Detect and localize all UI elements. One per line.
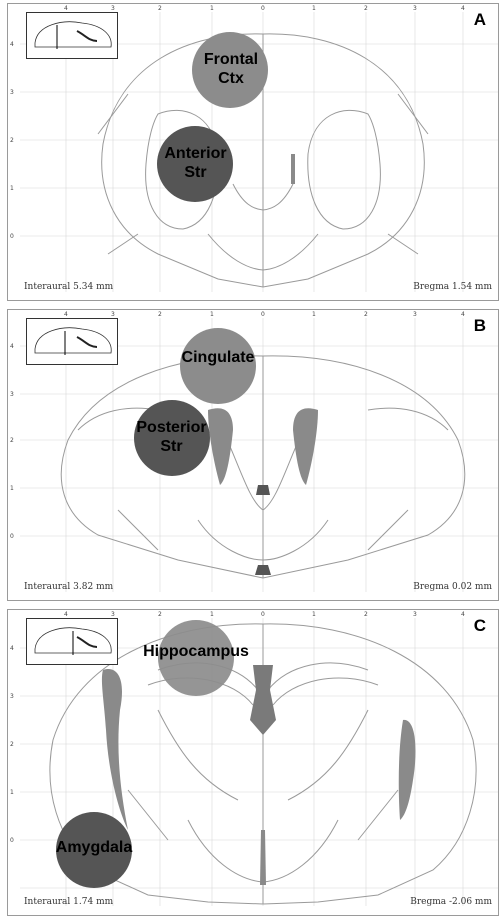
svg-text:0: 0	[10, 533, 14, 540]
interaural-label-c: Interaural 1.74 mm	[24, 897, 113, 907]
anterior-str-label: Anterior Str	[148, 144, 243, 182]
cingulate-label-line1: Cingulate	[182, 349, 255, 366]
svg-text:1: 1	[312, 311, 316, 318]
svg-text:1: 1	[210, 311, 214, 318]
svg-text:0: 0	[10, 233, 14, 240]
sagittal-locator-thumbnail-c	[26, 618, 118, 665]
svg-text:2: 2	[364, 611, 368, 618]
hippocampus-label: Hippocampus	[126, 642, 266, 661]
amygdala-label-line1: Amygdala	[56, 839, 132, 856]
brain-section-panel-b: 4 3 2 1 0 1 2 3 4 4 3 2 1 0 Cingulate Posterior S…	[7, 309, 499, 601]
svg-text:1: 1	[312, 5, 316, 12]
svg-text:4: 4	[10, 343, 14, 350]
frontal-ctx-label-line2: Ctx	[218, 70, 244, 87]
svg-text:4: 4	[10, 41, 14, 48]
svg-text:2: 2	[158, 5, 162, 12]
anterior-str-label-line2: Str	[184, 164, 206, 181]
svg-text:0: 0	[261, 5, 265, 12]
svg-text:2: 2	[10, 437, 14, 444]
posterior-str-label-line1: Posterior	[136, 419, 206, 436]
panel-letter-a: A	[474, 10, 486, 30]
bregma-label-b: Bregma 0.02 mm	[413, 582, 492, 592]
svg-text:4: 4	[461, 5, 465, 12]
svg-text:2: 2	[158, 611, 162, 618]
frontal-ctx-label: Frontal Ctx	[191, 50, 271, 88]
posterior-str-label-line2: Str	[160, 438, 182, 455]
bregma-label-c: Bregma -2.06 mm	[410, 897, 492, 907]
svg-text:3: 3	[10, 693, 14, 700]
svg-text:3: 3	[413, 311, 417, 318]
svg-text:1: 1	[312, 611, 316, 618]
svg-text:2: 2	[158, 311, 162, 318]
brain-section-panel-a: 4 3 2 1 0 1 2 3 4 4 3 2 1 0 Frontal Ctx Anterior …	[7, 3, 499, 301]
svg-text:3: 3	[10, 89, 14, 96]
sagittal-locator-thumbnail-a	[26, 12, 118, 59]
svg-text:4: 4	[64, 611, 68, 618]
svg-text:0: 0	[10, 837, 14, 844]
svg-text:3: 3	[111, 611, 115, 618]
svg-text:3: 3	[111, 5, 115, 12]
interaural-label-a: Interaural 5.34 mm	[24, 282, 113, 292]
anterior-str-label-line1: Anterior	[164, 145, 226, 162]
svg-text:0: 0	[261, 611, 265, 618]
svg-text:4: 4	[64, 5, 68, 12]
svg-text:2: 2	[364, 311, 368, 318]
svg-text:2: 2	[10, 741, 14, 748]
svg-text:1: 1	[10, 789, 14, 796]
svg-text:1: 1	[210, 5, 214, 12]
svg-text:1: 1	[10, 185, 14, 192]
svg-text:3: 3	[413, 611, 417, 618]
svg-text:3: 3	[413, 5, 417, 12]
svg-text:4: 4	[10, 645, 14, 652]
amygdala-label: Amygdala	[44, 838, 144, 857]
svg-text:1: 1	[10, 485, 14, 492]
bregma-label-a: Bregma 1.54 mm	[413, 282, 492, 292]
svg-text:2: 2	[10, 137, 14, 144]
svg-text:4: 4	[461, 311, 465, 318]
panel-letter-b: B	[474, 316, 486, 336]
svg-text:4: 4	[64, 311, 68, 318]
hippocampus-label-line1: Hippocampus	[143, 643, 249, 660]
svg-text:4: 4	[461, 611, 465, 618]
svg-text:3: 3	[10, 391, 14, 398]
svg-text:1: 1	[210, 611, 214, 618]
panel-letter-c: C	[474, 616, 486, 636]
cingulate-label: Cingulate	[168, 348, 268, 367]
frontal-ctx-label-line1: Frontal	[204, 51, 258, 68]
svg-text:0: 0	[261, 311, 265, 318]
svg-text:2: 2	[364, 5, 368, 12]
svg-text:3: 3	[111, 311, 115, 318]
interaural-label-b: Interaural 3.82 mm	[24, 582, 113, 592]
posterior-str-label: Posterior Str	[124, 418, 219, 456]
sagittal-locator-thumbnail-b	[26, 318, 118, 365]
